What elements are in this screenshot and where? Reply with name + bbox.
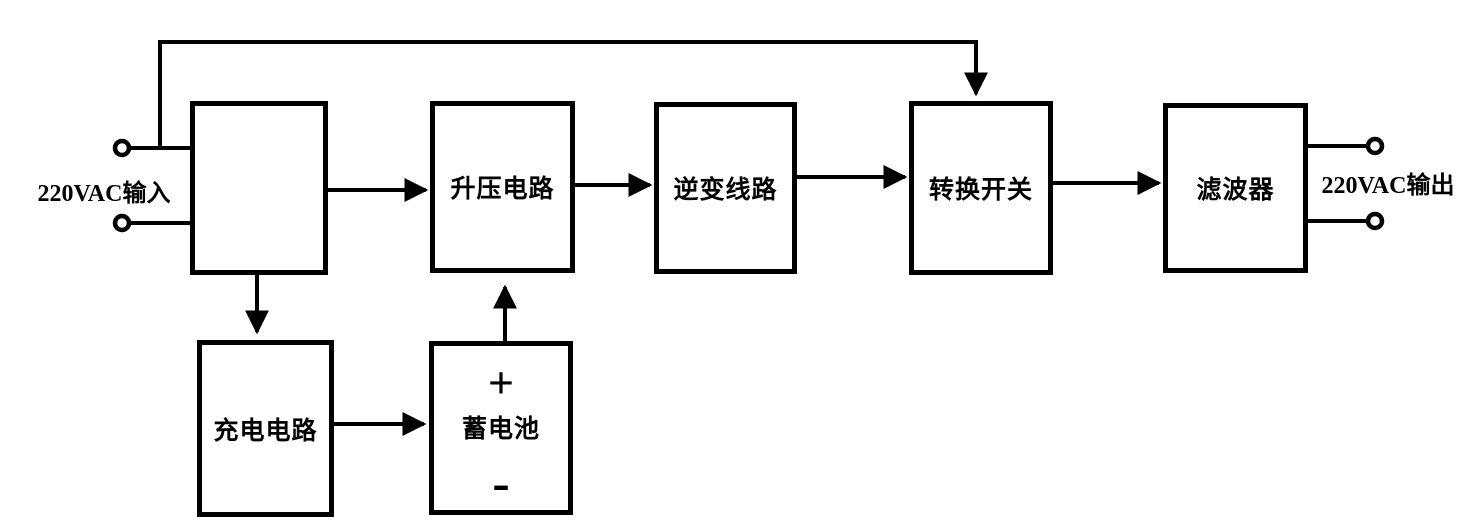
input-terminal-bottom (112, 213, 132, 233)
block-rectifier (190, 101, 328, 275)
block-charger-label: 充电电路 (213, 417, 318, 445)
block-inverter-label: 逆变线路 (673, 177, 778, 204)
block-filter: 滤波器 (1163, 103, 1308, 273)
block-charging-circuit: 充电电路 (197, 340, 334, 517)
block-transfer-label: 转换开关 (928, 177, 1033, 204)
block-filter-label: 滤波器 (1196, 177, 1275, 204)
block-boost-circuit: 升压电路 (430, 101, 575, 273)
output-terminal-top (1365, 136, 1385, 156)
output-terminal-bottom (1365, 211, 1385, 231)
battery-plus-sign: + (487, 357, 515, 408)
output-voltage-label: 220VAC输出 (1321, 173, 1455, 199)
block-transfer-switch: 转换开关 (909, 101, 1053, 275)
input-voltage-label: 220VAC输入 (37, 181, 171, 207)
block-battery: + 蓄电池 - (429, 341, 573, 515)
block-boost-label: 升压电路 (450, 176, 555, 203)
input-terminal-top (112, 138, 132, 158)
bypass-line (158, 40, 988, 148)
block-inverter-circuit: 逆变线路 (654, 102, 797, 274)
battery-minus-sign: - (492, 455, 510, 512)
block-battery-label: 蓄电池 (461, 416, 540, 443)
